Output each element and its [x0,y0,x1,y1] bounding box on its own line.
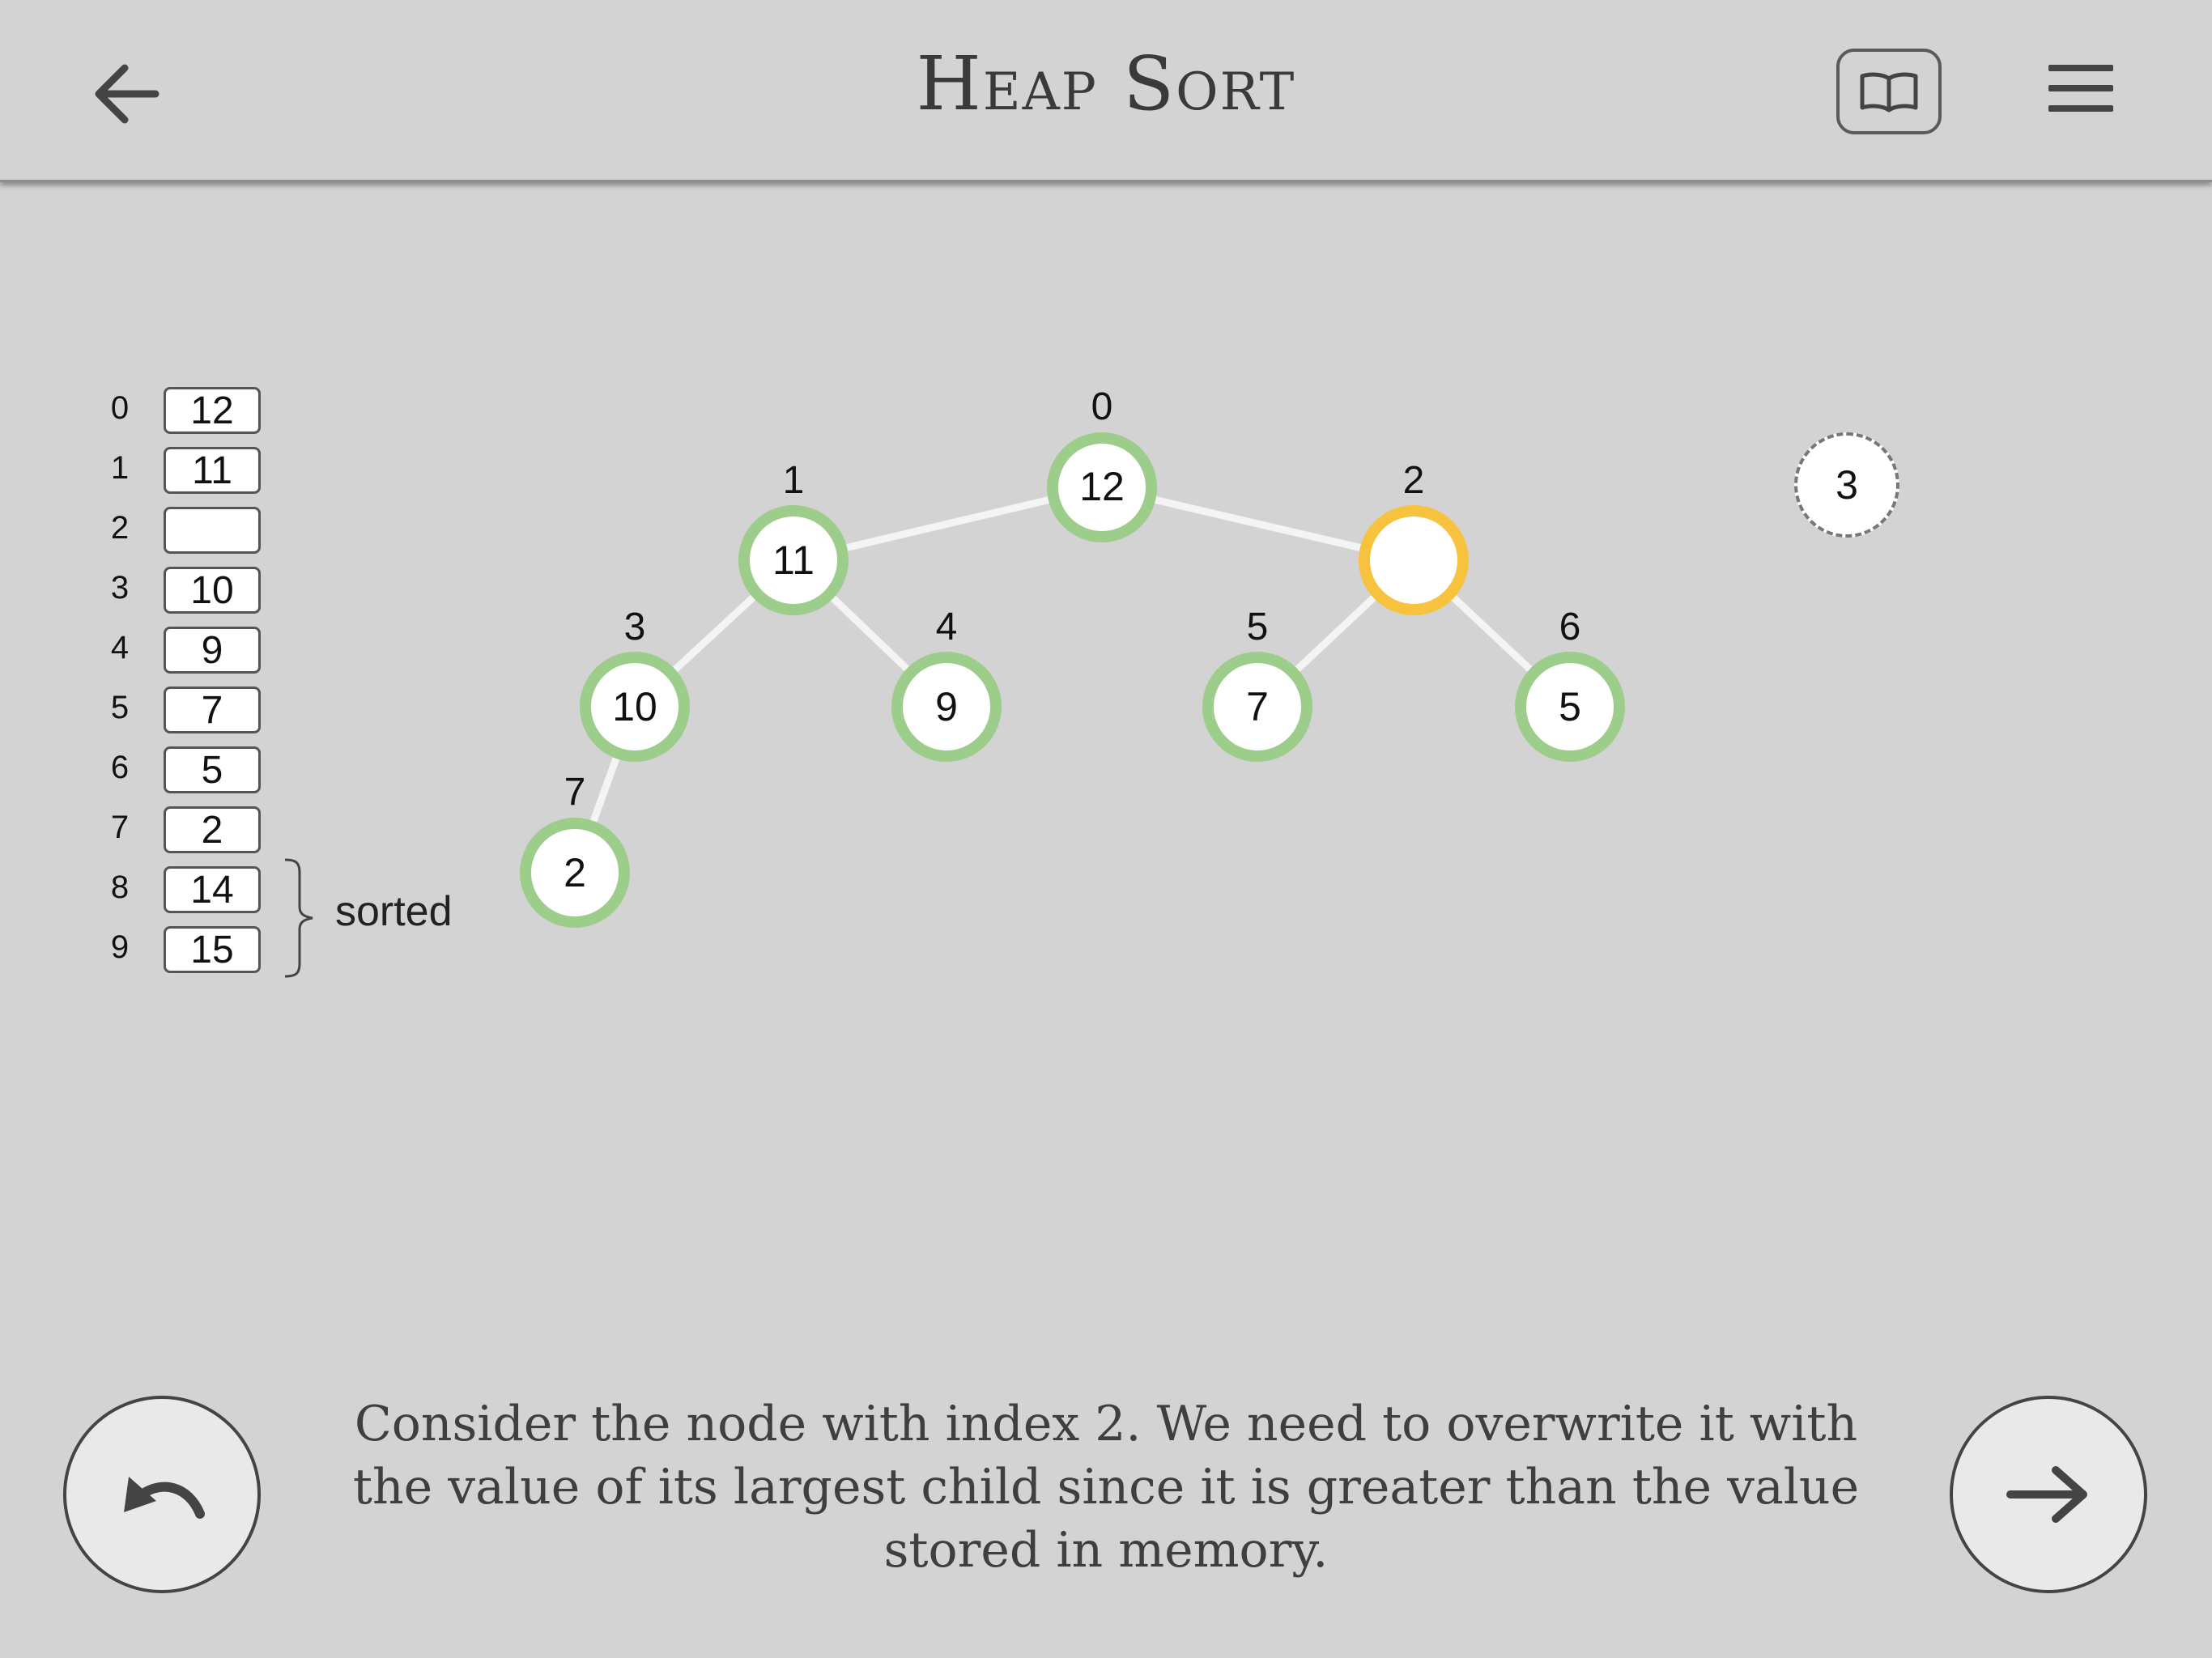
array-index-6: 6 [110,750,130,785]
array-cell-8: 14 [164,866,261,913]
array-cell-6: 5 [164,746,261,793]
tree-node-2[interactable]: 2 [1359,459,1469,615]
node-value-3: 10 [612,684,657,729]
tree-node-1[interactable]: 11 1 [738,459,849,615]
node-circle-1 [738,505,849,615]
next-button[interactable] [1950,1396,2147,1593]
node-circle-6 [1515,652,1625,762]
arrow-left-icon [95,64,160,124]
array-index-5: 5 [110,690,130,725]
node-circle-3 [580,652,690,762]
node-value-1: 11 [772,538,815,583]
node-circle-4 [891,652,1002,762]
undo-icon [124,1477,205,1519]
array-index-4: 4 [110,630,130,665]
tree-node-3[interactable]: 10 3 [580,606,690,762]
node-index-1: 1 [783,459,805,502]
book-button[interactable] [1836,49,1942,134]
hamburger-menu-icon [2048,65,2113,112]
menu-button[interactable] [2048,65,2113,121]
tree-node-0[interactable]: 12 0 [1047,385,1157,542]
instruction-message: Consider the node with index 2. We need … [352,1396,1860,1579]
array-cell-2 [164,507,261,554]
tree-node-6[interactable]: 5 6 [1515,606,1625,762]
node-circle-2 [1359,505,1469,615]
node-index-4: 4 [936,606,958,648]
array-index-0: 0 [110,390,130,426]
node-value-0: 12 [1079,464,1125,509]
node-index-7: 7 [564,771,586,814]
array-cell-1: 11 [164,447,261,494]
node-circle-0 [1047,432,1157,542]
node-value-6: 5 [1559,684,1581,729]
sorted-brace [284,858,313,978]
array-cell-9: 15 [164,926,261,973]
node-index-0: 0 [1091,385,1113,428]
array-cell-5: 7 [164,687,261,733]
node-circle-5 [1202,652,1312,762]
array-index-3: 3 [110,570,130,606]
node-index-2: 2 [1403,459,1425,502]
book-icon [1860,72,1918,113]
node-index-5: 5 [1247,606,1269,648]
memory-node: 3 [1794,432,1899,538]
node-value-5: 7 [1246,684,1269,729]
array-cell-3: 10 [164,567,261,614]
array-cell-7: 2 [164,806,261,853]
array-index-9: 9 [110,929,130,965]
node-value-7: 2 [564,850,586,895]
page-title: Heap Sort [916,40,1296,127]
node-circle-7 [520,818,630,928]
tree-node-5[interactable]: 7 5 [1202,606,1312,762]
top-bar: Heap Sort [0,0,2212,182]
array-cell-4: 9 [164,627,261,674]
array-index-7: 7 [110,810,130,845]
arrow-right-icon [2006,1466,2087,1523]
node-value-4: 9 [935,684,958,729]
undo-button[interactable] [63,1396,261,1593]
tree-node-4[interactable]: 9 4 [891,606,1002,762]
node-index-3: 3 [624,606,646,648]
array-index-8: 8 [110,869,130,905]
array-cell-0: 12 [164,387,261,434]
tree-node-7[interactable]: 2 7 [520,771,630,928]
sorted-label: sorted [335,888,453,935]
array-index-2: 2 [110,510,130,546]
array-index-1: 1 [110,450,130,486]
back-button[interactable] [89,55,170,136]
node-index-6: 6 [1559,606,1581,648]
